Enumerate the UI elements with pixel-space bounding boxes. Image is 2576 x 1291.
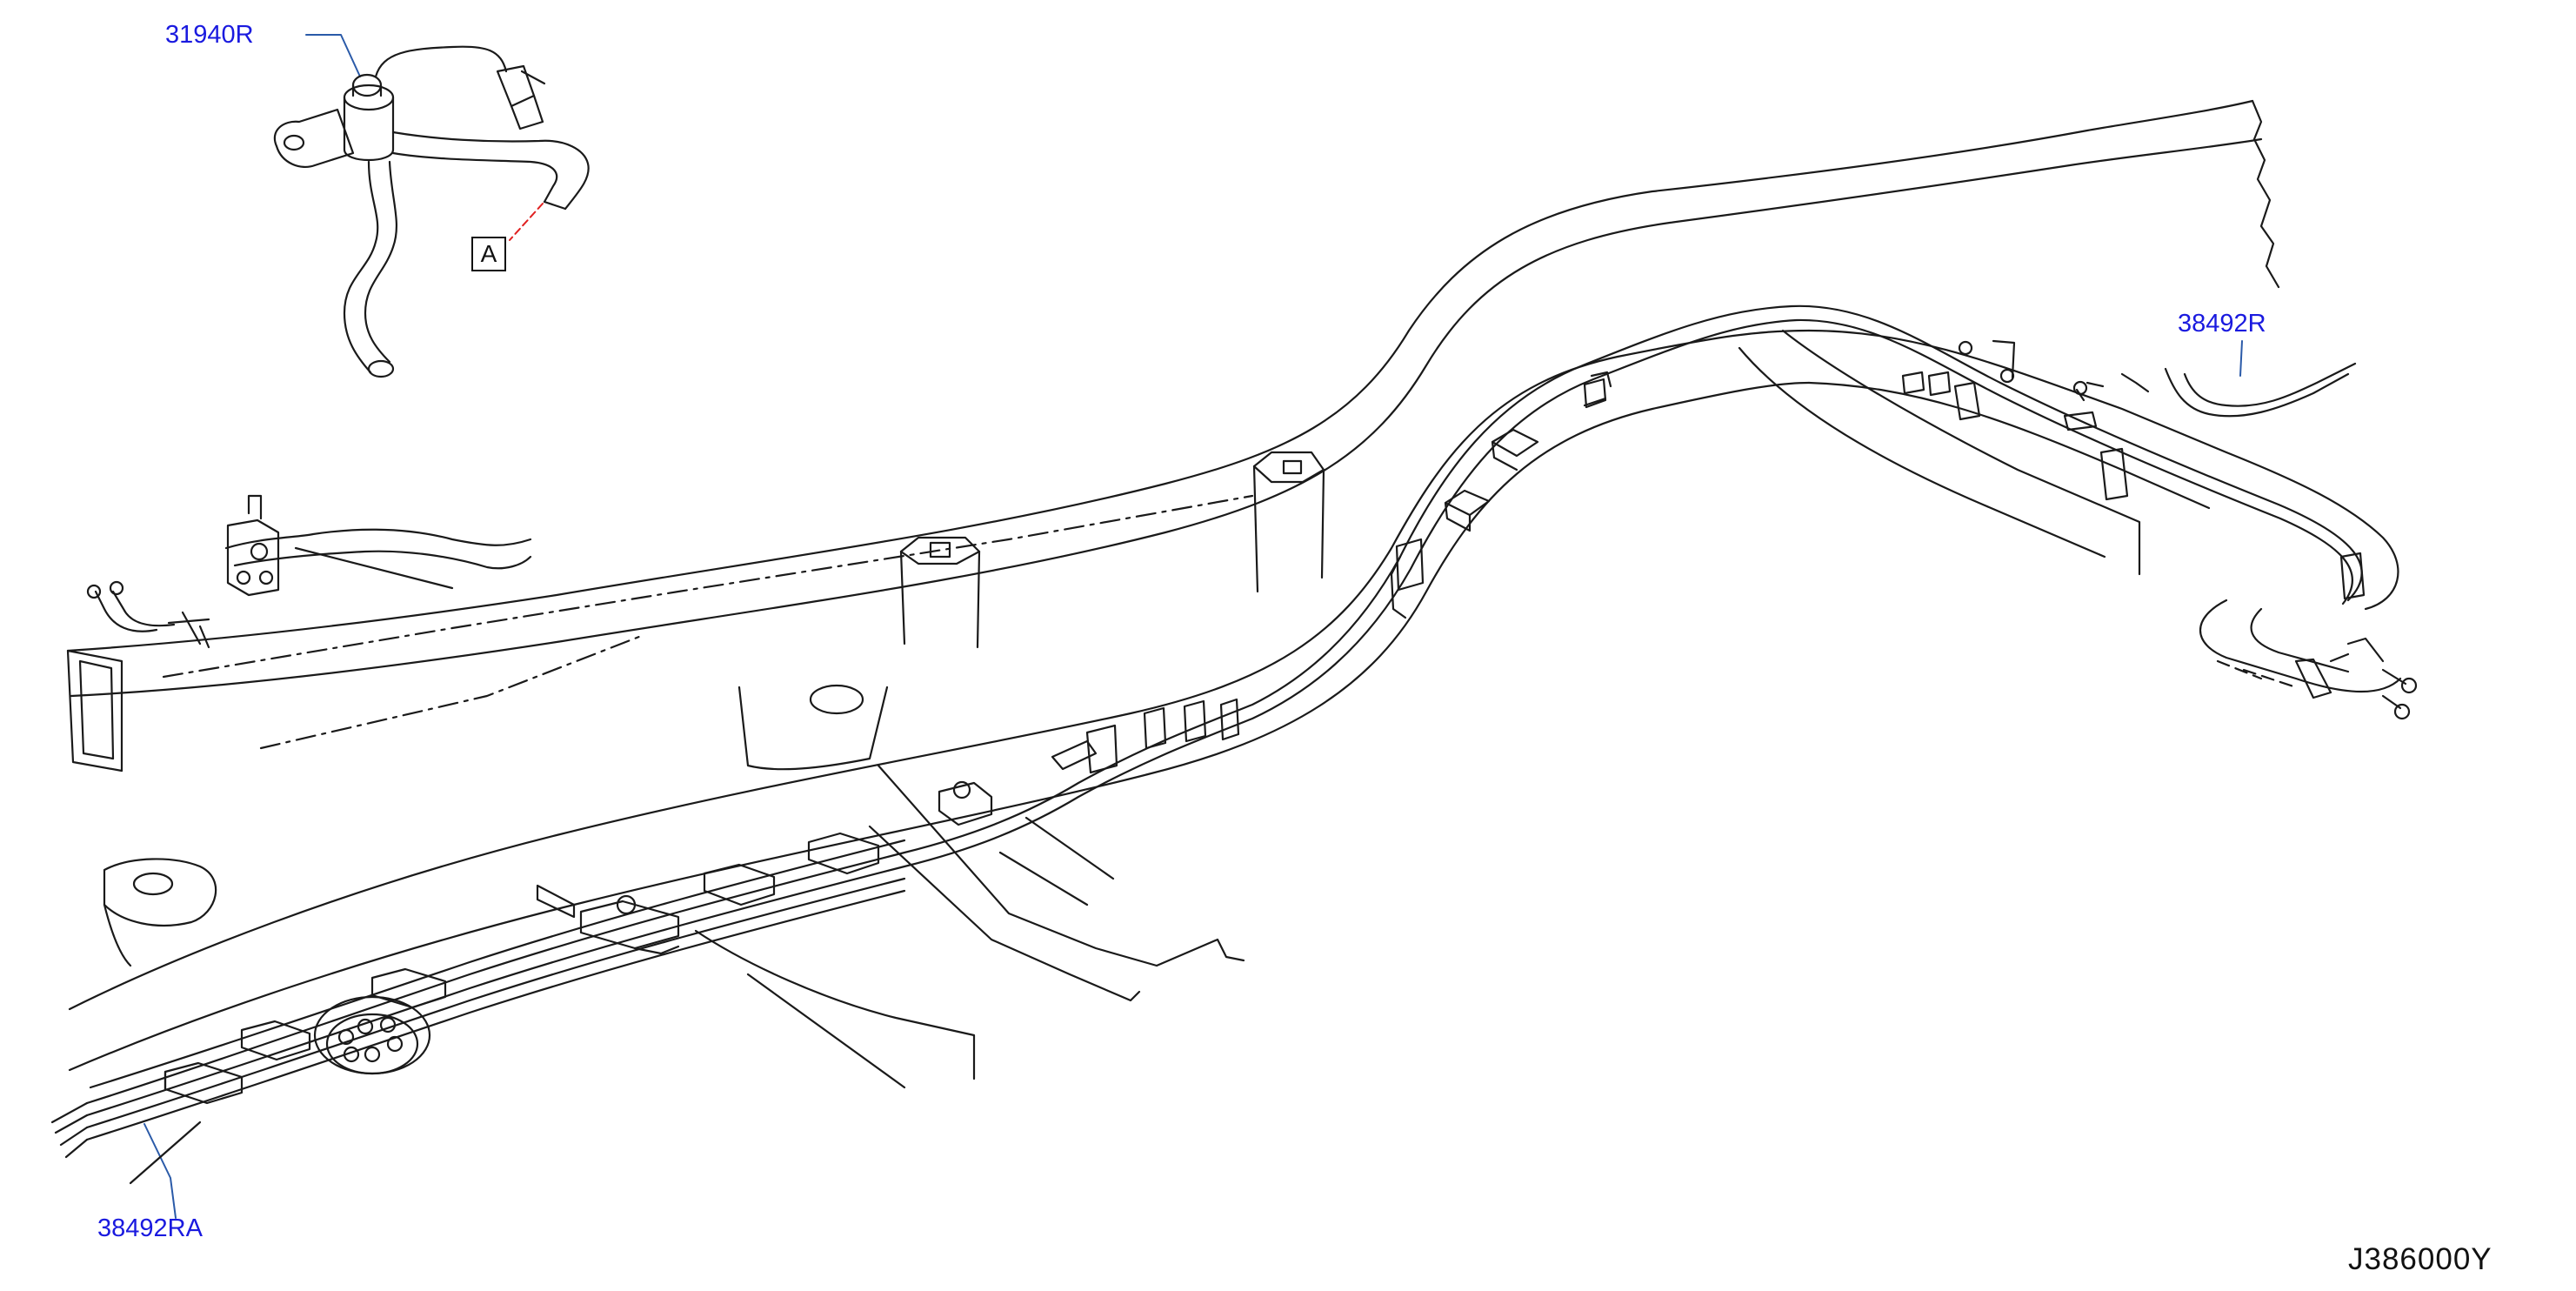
vacuum-switch-assembly [273,34,590,378]
connector-icon [496,64,546,130]
leader-A [509,203,544,241]
callout-box-A[interactable]: A [471,237,506,271]
bracket-hole [283,134,305,151]
chassis-frame-icon [66,99,2399,1089]
vacuum-switch-icon [343,73,395,162]
upper-clips [1051,371,2366,774]
frame-break [2251,99,2280,289]
front-mount-hole [132,872,174,896]
part-label-38492RA[interactable]: 38492RA [97,1214,203,1242]
vacuum-hose-icon [343,160,398,378]
frame-front-end [66,649,123,773]
switch-wire [374,45,508,78]
frame-post-2 [1252,451,1325,593]
figure-code: J386000Y [2348,1242,2493,1276]
brake-pipe-bundle [50,304,2363,1159]
hose-clip-icon [164,780,993,1105]
vacuum-hose-right [391,130,590,211]
leader-31940R [305,34,361,77]
brake-pipe-front [86,494,532,649]
leader-38492RA [143,1123,177,1219]
crossmember-hole [809,684,864,715]
leader-38492R [2239,340,2243,377]
rear-pipe-end [1958,339,2418,720]
junction-block-icon [226,494,280,597]
part-label-31940R[interactable]: 31940R [165,21,254,49]
part-label-38492R[interactable]: 38492R [2178,310,2266,338]
spring-seat [313,995,431,1075]
frame-post-1 [899,536,981,649]
